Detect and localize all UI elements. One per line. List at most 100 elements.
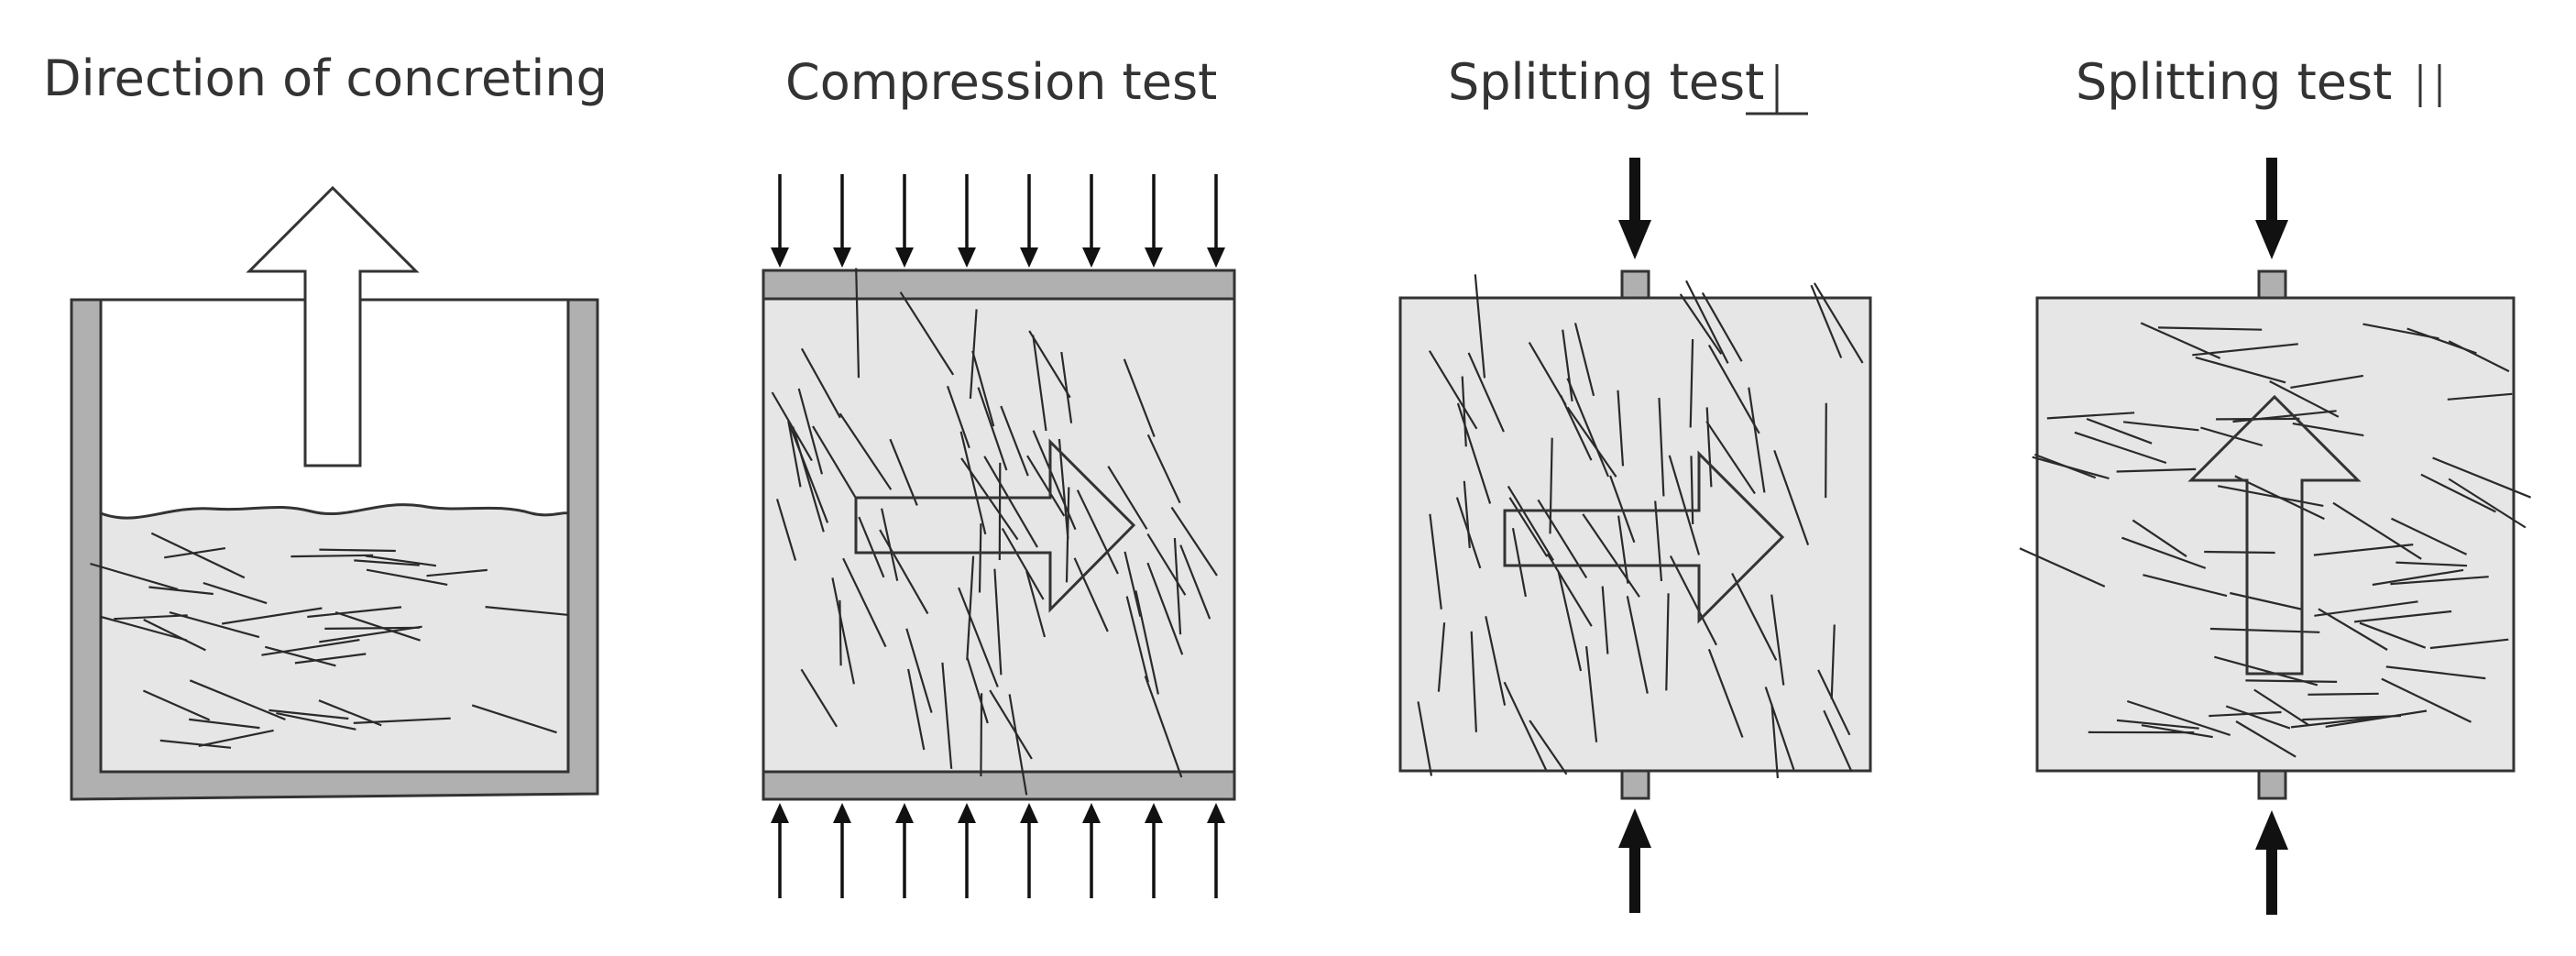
fiber (1463, 480, 1471, 548)
panel-compression: Compression test (762, 53, 1236, 898)
fiber (1032, 430, 1077, 531)
fiber (2204, 550, 2275, 555)
load-arrow-head (1207, 803, 1225, 823)
fiber (2019, 547, 2106, 588)
fiber (1705, 407, 1713, 488)
fiber (958, 587, 999, 687)
fiber (2290, 374, 2364, 389)
fiber (1560, 394, 1593, 461)
fiber (1626, 596, 1649, 694)
fiber (1032, 335, 1047, 432)
fiber (966, 555, 975, 661)
load-arrow-head (833, 803, 851, 823)
fiber (1764, 687, 1795, 770)
panel-split-parallel: Splitting test (2019, 53, 2532, 915)
fiber (977, 387, 1008, 471)
fresh-concrete (99, 503, 570, 774)
load-arrow-head (771, 803, 789, 823)
fiber (2192, 343, 2298, 357)
fiber (858, 516, 885, 578)
fiber (831, 577, 855, 685)
fiber (1770, 704, 1779, 778)
fiber (164, 547, 226, 559)
fiber (169, 611, 260, 639)
fiber (269, 709, 349, 720)
load-arrow-head (1082, 803, 1101, 823)
fiber (946, 385, 970, 449)
fiber (1125, 596, 1149, 683)
fiber (1144, 676, 1183, 778)
fiber-direction-arrow-icon (1503, 450, 1785, 624)
bottom-loading-strip (1620, 769, 1650, 800)
fiber (2132, 519, 2187, 558)
fiber (2432, 456, 2532, 499)
fiber (800, 668, 839, 728)
fiber (812, 425, 857, 499)
fiber (1485, 616, 1507, 706)
load-arrow-head (895, 247, 914, 268)
fiber (2157, 326, 2263, 331)
parallel-symbol-icon (2418, 64, 2441, 107)
fiber (1585, 645, 1598, 742)
fiber (787, 421, 829, 523)
fiber (2235, 720, 2296, 758)
fiber (800, 347, 841, 419)
fibers-concreting (90, 532, 568, 749)
load-arrow-head (1082, 247, 1101, 268)
fiber (966, 657, 989, 724)
fiber (100, 615, 188, 642)
fiber (1825, 402, 1827, 499)
fiber (1170, 506, 1218, 577)
fiber (222, 607, 323, 625)
fiber (2140, 322, 2221, 359)
load-arrow-head (1020, 247, 1038, 268)
fiber (1685, 280, 1729, 364)
bottom-split-load-arrow (2255, 810, 2288, 915)
fiber (319, 548, 396, 553)
fiber (1679, 293, 1723, 355)
fiber (1705, 421, 1756, 495)
fiber (150, 532, 246, 579)
fiber (1429, 513, 1442, 610)
top-loading-strip (2257, 269, 2287, 300)
fiber (1566, 378, 1610, 478)
fiber (1135, 590, 1159, 695)
fiber (1528, 341, 1567, 406)
fiber (1146, 434, 1181, 504)
fiber (2447, 392, 2513, 401)
fiber (2390, 576, 2489, 586)
fiber (198, 729, 274, 747)
fiber (941, 662, 953, 769)
load-arrow-head (895, 803, 914, 823)
fiber (265, 645, 336, 667)
fiber (426, 568, 488, 577)
fiber (1073, 557, 1109, 632)
fiber (1617, 390, 1625, 467)
fiber (1461, 376, 1467, 447)
fiber (2420, 473, 2496, 513)
fiber (354, 559, 420, 566)
fiber (2074, 431, 2167, 465)
fiber (2385, 665, 2486, 680)
fiber (2200, 426, 2264, 447)
fiber (1707, 344, 1760, 434)
fiber (1573, 323, 1595, 397)
fiber (839, 412, 893, 490)
fiber (324, 626, 420, 630)
fiber (1817, 669, 1851, 736)
load-arrow-head (771, 247, 789, 268)
top-loading-plate (762, 269, 1236, 301)
fiber (2325, 709, 2428, 728)
fiber (2313, 544, 2414, 556)
fiber (1731, 573, 1778, 661)
load-arrow-head (1020, 803, 1038, 823)
perpendicular-symbol-icon (1746, 64, 1808, 115)
fiber (1810, 284, 1843, 358)
fiber (1060, 351, 1073, 423)
fiber (1028, 330, 1071, 399)
fiber (2381, 677, 2472, 723)
fiber (983, 456, 1038, 548)
fiber (159, 739, 232, 749)
bottom-split-load-arrow (1618, 808, 1651, 913)
load-arrow-head (958, 247, 976, 268)
